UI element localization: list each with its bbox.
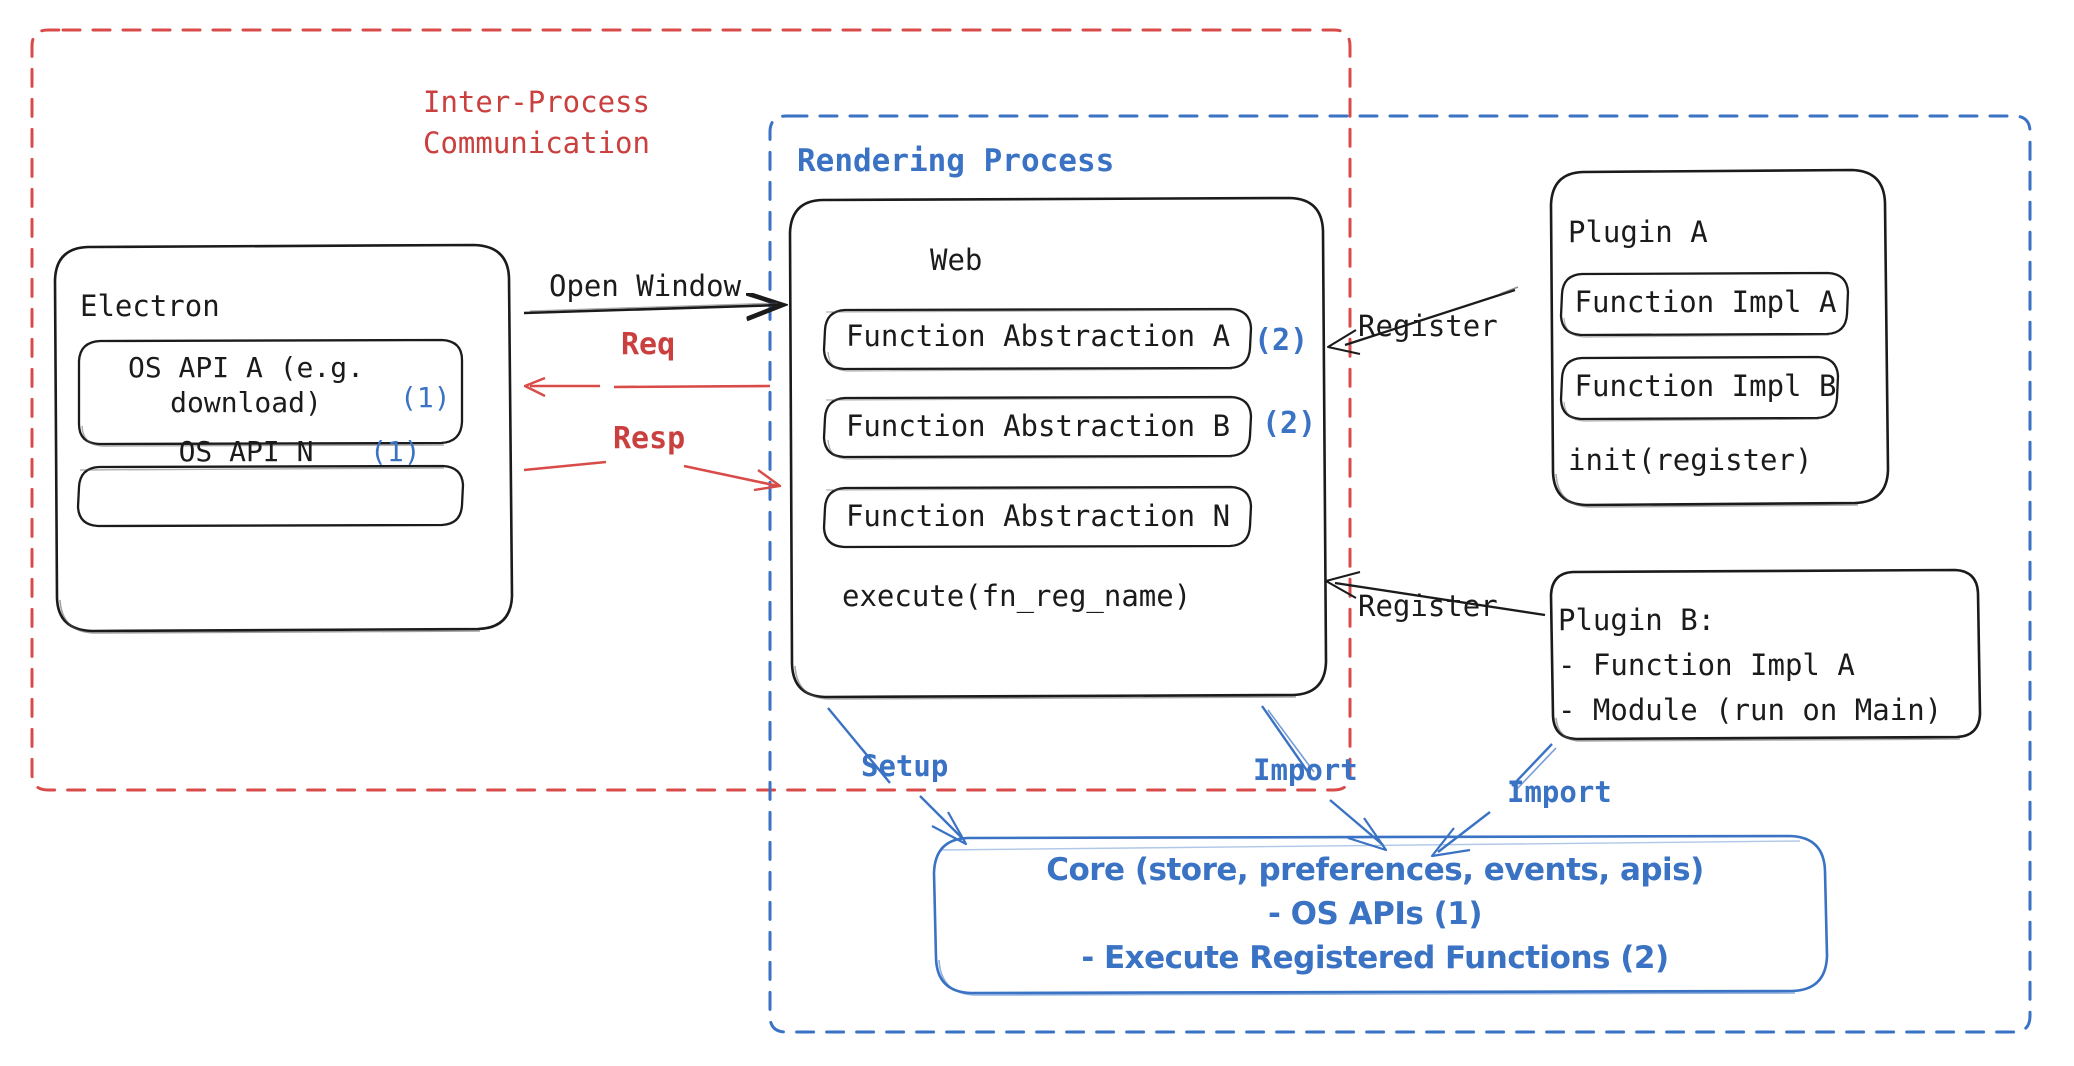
plugin-a-title: Plugin A bbox=[1568, 215, 1708, 249]
ipc-region-label: Inter-Process Communication bbox=[423, 82, 650, 164]
setup-label: Setup bbox=[861, 749, 949, 783]
core-content: Core (store, preferences, events, apis) … bbox=[945, 848, 1805, 980]
core-box bbox=[932, 834, 1829, 996]
rendering-process-label: Rendering Process bbox=[797, 143, 1115, 179]
core-line-2: - OS APIs (1) bbox=[1267, 896, 1483, 933]
setup-arrow bbox=[827, 707, 968, 846]
electron-box bbox=[53, 243, 514, 634]
req-arrow bbox=[523, 376, 771, 398]
function-abstraction-a-label: Function Abstraction A bbox=[845, 319, 1231, 353]
function-abstraction-b-marker: (2) bbox=[1262, 406, 1317, 441]
resp-arrow bbox=[523, 460, 782, 492]
plugin-a-box bbox=[1549, 168, 1890, 508]
resp-label: Resp bbox=[613, 421, 686, 456]
os-api-a-marker: (1) bbox=[400, 381, 451, 414]
function-abstraction-b-box bbox=[822, 395, 1253, 460]
os-api-a-box bbox=[77, 338, 464, 447]
function-impl-b-label: Function Impl B bbox=[1574, 369, 1837, 403]
os-api-n-box bbox=[76, 464, 465, 528]
function-impl-a-label: Function Impl A bbox=[1574, 285, 1837, 319]
ipc-label-line2: Communication bbox=[423, 126, 650, 161]
plugin-b-item-2: - Module (run on Main) bbox=[1558, 692, 1943, 727]
plugin-b-content: Plugin B: - Function Impl A - Module (ru… bbox=[1558, 598, 1942, 733]
core-line-1: Core (store, preferences, events, apis) bbox=[1046, 852, 1704, 888]
ipc-label-line1: Inter-Process bbox=[423, 85, 650, 119]
os-api-a-line2: download) bbox=[170, 386, 322, 419]
register-plugin-a-label: Register bbox=[1358, 309, 1498, 343]
register-plugin-b-arrow bbox=[1324, 570, 1546, 617]
function-abstraction-a-box bbox=[822, 307, 1253, 372]
electron-title: Electron bbox=[80, 289, 220, 323]
plugin-b-item-1: - Function Impl A bbox=[1558, 647, 1855, 682]
import-plugin-b-label: Import bbox=[1507, 775, 1612, 809]
web-title: Web bbox=[930, 243, 983, 277]
req-label: Req bbox=[621, 327, 676, 362]
core-line-3: - Execute Registered Functions (2) bbox=[1081, 940, 1669, 977]
web-box bbox=[788, 196, 1328, 700]
plugin-a-init-method: init(register) bbox=[1568, 443, 1813, 477]
register-plugin-b-label: Register bbox=[1358, 589, 1498, 623]
os-api-n-label: OS API N bbox=[178, 435, 314, 468]
function-impl-b-box bbox=[1559, 355, 1840, 422]
os-api-n-marker: (1) bbox=[370, 435, 421, 468]
function-abstraction-n-box bbox=[822, 485, 1253, 549]
open-window-arrow bbox=[523, 303, 780, 313]
os-api-a-label: OS API A (e.g. download) bbox=[96, 350, 396, 420]
function-abstraction-b-label: Function Abstraction B bbox=[845, 409, 1231, 443]
os-api-a-line1: OS API A (e.g. bbox=[127, 351, 364, 384]
rendering-region-boundary bbox=[768, 114, 2032, 1034]
function-abstraction-n-label: Function Abstraction N bbox=[845, 499, 1231, 533]
web-execute-method: execute(fn_reg_name) bbox=[842, 579, 1192, 613]
open-window-label: Open Window bbox=[549, 269, 742, 303]
import-web-label: Import bbox=[1253, 753, 1358, 787]
plugin-b-title: Plugin B: bbox=[1558, 603, 1716, 637]
function-impl-a-box bbox=[1559, 271, 1850, 338]
function-abstraction-a-marker: (2) bbox=[1254, 323, 1309, 358]
register-plugin-a-arrow bbox=[1326, 286, 1519, 356]
plugin-b-box bbox=[1549, 568, 1982, 742]
